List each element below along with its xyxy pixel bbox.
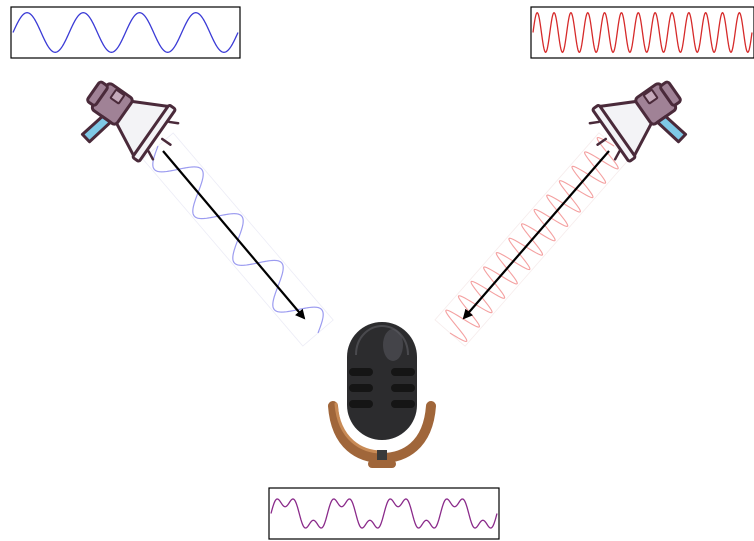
right-signal-panel [530,6,754,59]
mixed-signal-wave [270,498,498,529]
right-signal-wave [532,11,753,54]
left-arrow-icon [162,150,306,320]
left-megaphone-icon [80,80,180,163]
right-megaphone-icon [588,80,688,163]
mixed-signal-panel [268,487,500,540]
left-signal-wave [12,12,239,53]
right-arrow-icon [462,150,610,320]
left-beam-outline [142,132,334,347]
microphone-icon [328,322,436,468]
left-signal-panel [10,6,241,59]
